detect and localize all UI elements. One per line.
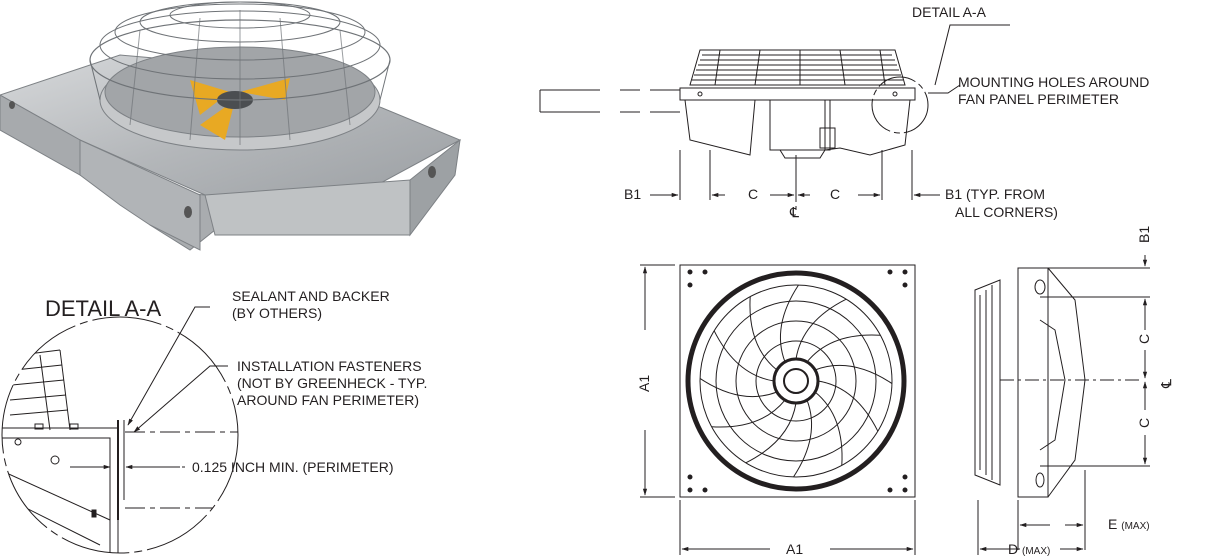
d-label: D	[1008, 541, 1019, 557]
mounting-holes-label-1: MOUNTING HOLES AROUND	[958, 74, 1150, 90]
guard-spoke	[711, 399, 786, 428]
fasteners-label-3: AROUND FAN PERIMETER)	[237, 392, 420, 408]
c-upper-vertical-label: C	[1136, 333, 1152, 344]
c-lower-vertical-label: C	[1136, 417, 1152, 428]
sealant-label-2: (BY OTHERS)	[232, 305, 322, 321]
fasteners-label-1: INSTALLATION FASTENERS	[237, 358, 422, 374]
fasteners-label-2: (NOT BY GREENHECK - TYP.	[237, 375, 428, 391]
c-left-label: C	[748, 186, 759, 202]
sealant-label-1: SEALANT AND BACKER	[232, 288, 390, 304]
fan-3d-render	[0, 1, 462, 251]
a1-horizontal-label: A1	[786, 541, 804, 557]
e-label: E	[1108, 516, 1118, 532]
d-max: (MAX)	[1022, 546, 1051, 557]
guard-spoke	[814, 364, 893, 384]
guard-spoke	[806, 334, 881, 363]
detail-a-a-view	[1, 306, 239, 554]
guard-spoke	[699, 378, 778, 398]
detail-title: DETAIL A-A	[45, 296, 162, 321]
guard-spoke	[793, 399, 813, 478]
guard-spoke	[713, 330, 775, 382]
mounting-holes-label-2: FAN PANEL PERIMETER	[958, 91, 1120, 107]
b1-typ-label-2: ALL CORNERS)	[955, 204, 1058, 220]
centerline-right-label: ℄	[1158, 379, 1174, 388]
centerline-top-label: ℄	[790, 204, 799, 220]
clearance-label: 0.125 INCH MIN. (PERIMETER)	[192, 459, 394, 475]
b1-left-label: B1	[624, 186, 642, 202]
guard-spoke	[817, 380, 879, 432]
guard-spokes	[699, 284, 893, 478]
e-max-label: E (MAX)	[1108, 516, 1150, 535]
right-side-view	[974, 255, 1150, 555]
guard-spoke	[745, 402, 797, 464]
guard-spoke	[795, 298, 847, 360]
guard-spoke	[814, 391, 843, 466]
c-right-label: C	[830, 186, 841, 202]
side-elevation-view	[539, 24, 1010, 210]
guard-spoke	[749, 296, 778, 371]
b1-vertical-label: B1	[1136, 225, 1152, 243]
detail-callout-label: DETAIL A-A	[912, 4, 986, 20]
a1-vertical-label: A1	[636, 374, 652, 392]
b1-typ-label-1: B1 (TYP. FROM	[945, 186, 1046, 202]
e-max: (MAX)	[1121, 521, 1150, 532]
guard-spoke	[779, 284, 799, 363]
front-view	[640, 264, 916, 555]
d-max-label: D (MAX)	[1008, 541, 1050, 560]
